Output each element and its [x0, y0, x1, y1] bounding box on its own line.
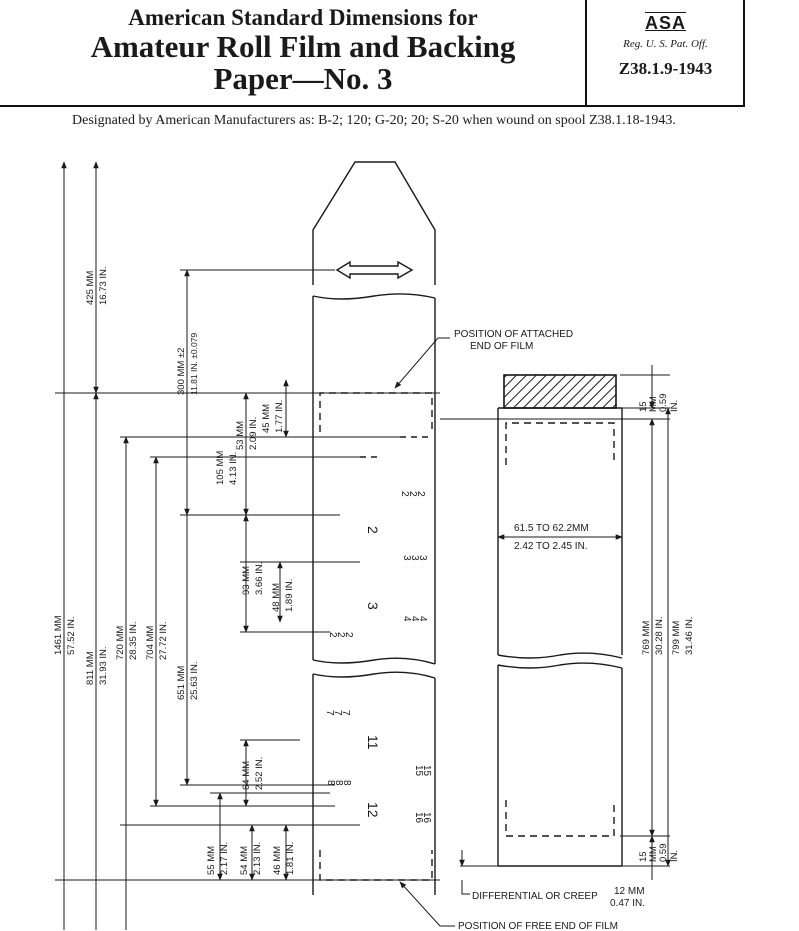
frame-number: 3 — [409, 555, 420, 561]
title-line-2: Amateur Roll Film and Backing — [90, 29, 516, 64]
dim-651-mm: 651 MM — [176, 666, 187, 700]
free-end-label: POSITION OF FREE END OF FILM — [458, 921, 618, 931]
dim-15-top-1: MM — [648, 396, 659, 412]
title-line-3: Paper—No. 3 — [213, 61, 393, 96]
dim-720-mm: 720 MM — [115, 626, 126, 660]
frame-number: 8 — [341, 780, 352, 786]
dim-15-bot-1: MM — [648, 846, 659, 862]
frame-number: 2 — [365, 526, 381, 534]
paper-strip-top — [312, 161, 436, 285]
frame-number: 8 — [333, 780, 344, 786]
dim-45-in: 1.77 IN. — [274, 400, 285, 433]
frame-number: 7 — [324, 710, 335, 716]
dim-45-mm: 45 MM — [261, 404, 272, 433]
frame-number: 2 — [399, 491, 410, 497]
frame-number: 3 — [417, 555, 428, 561]
asa-logo: ASA — [644, 13, 686, 33]
dim-1461-in: 57.52 IN. — [66, 616, 77, 655]
dim-48-in: 1.89 IN. — [284, 579, 295, 612]
dim-54-in: 2.13 IN. — [252, 842, 263, 875]
dim-105-mm: 105 MM — [215, 451, 226, 485]
frame-number: 15 — [421, 765, 432, 777]
dim-55-mm: 55 MM — [206, 846, 217, 875]
dim-55-in: 2.17 IN. — [219, 842, 230, 875]
frame-numbers: 2 2 2 2 3 3 3 3 4 4 4 2 2 2 7 7 7 11 15 … — [324, 491, 432, 824]
dim-93-in: 3.66 IN. — [254, 562, 265, 595]
dim-769-in: 30.28 IN. — [654, 616, 665, 655]
frame-number: 2 — [335, 632, 346, 638]
differential-label: DIFFERENTIAL OR CREEP — [472, 891, 598, 902]
leader-arrow — [335, 260, 414, 280]
frame-number: 3 — [365, 602, 381, 610]
dim-799-in: 31.46 IN. — [684, 616, 695, 655]
frame-number: 8 — [325, 780, 336, 786]
dim-15-top-3: IN. — [669, 400, 680, 412]
frame-number: 7 — [340, 710, 351, 716]
dim-651-in: 25.63 IN. — [189, 661, 200, 700]
dim-811-in: 31.93 IN. — [98, 646, 109, 685]
dim-769-mm: 769 MM — [641, 621, 652, 655]
dim-15-bot-3: IN. — [669, 850, 680, 862]
dim-15-top-0: 15 — [638, 401, 649, 412]
standard-number: Z38.1.9-1943 — [618, 59, 713, 78]
dim-425-mm: 425 MM — [85, 271, 96, 305]
dim-720-in: 28.35 IN. — [128, 621, 139, 660]
width-label-in: 2.42 TO 2.45 IN. — [514, 541, 588, 552]
right-border — [743, 0, 745, 107]
dim-704-in: 27.72 IN. — [158, 621, 169, 660]
dim-93-mm: 93 MM — [241, 566, 252, 595]
dim-1461-mm: 1461 MM — [53, 615, 64, 655]
dim-54-mm: 54 MM — [239, 846, 250, 875]
attached-label-2: END OF FILM — [470, 341, 533, 352]
creep-mm: 12 MM — [614, 886, 645, 897]
creep-in: 0.47 IN. — [610, 898, 645, 909]
dim-64-mm: 64 MM — [241, 761, 252, 790]
frame-number: 12 — [365, 802, 381, 818]
frame-number: 7 — [332, 710, 343, 716]
dim-46-in: 1.81 IN. — [285, 842, 296, 875]
frame-number: 4 — [417, 616, 428, 622]
dim-15-bot-2: 0.59 — [658, 844, 669, 863]
dim-105-in: 4.13 IN. — [228, 452, 239, 485]
header-rule — [0, 105, 745, 107]
frame-number: 15 — [413, 765, 424, 777]
dim-811-mm: 811 MM — [85, 651, 96, 685]
frame-number: 16 — [421, 812, 432, 824]
attached-label-1: POSITION OF ATTACHED — [454, 329, 573, 340]
dim-64-in: 2.52 IN. — [254, 757, 265, 790]
dim-704-mm: 704 MM — [145, 626, 156, 660]
dim-15-top-2: 0.59 — [658, 394, 669, 413]
dim-15-bot-0: 15 — [638, 851, 649, 862]
dim-48-mm: 48 MM — [271, 583, 282, 612]
dim-46-mm: 46 MM — [272, 846, 283, 875]
width-label-mm: 61.5 TO 62.2MM — [514, 523, 589, 534]
title-line-1: American Standard Dimensions for — [128, 5, 478, 30]
frame-number: 16 — [413, 812, 424, 824]
designation-text: Designated by American Manufacturers as:… — [72, 113, 676, 128]
frame-number: 2 — [327, 632, 338, 638]
dim-53-mm: 53 MM — [235, 421, 246, 450]
header-divider — [585, 0, 587, 105]
frame-number: 4 — [401, 616, 412, 622]
dim-53-in: 2.09 IN. — [248, 417, 259, 450]
frame-number: 2 — [343, 632, 354, 638]
dim-300-mm: 300 MM ±2 — [176, 348, 187, 395]
dim-300-in: 11.81 IN. ±0.079 — [189, 333, 199, 395]
asa-block: ASA Reg. U. S. Pat. Off. Z38.1.9-1943 — [588, 12, 743, 80]
frame-number: 3 — [401, 555, 412, 561]
frame-number: 2 — [415, 491, 426, 497]
registered-mark: Reg. U. S. Pat. Off. — [623, 38, 708, 50]
document-title: American Standard Dimensions for Amateur… — [18, 4, 588, 95]
frame-number: 11 — [365, 735, 381, 750]
frame-number: 4 — [409, 616, 420, 622]
dim-799-mm: 799 MM — [671, 621, 682, 655]
frame-number: 2 — [407, 491, 418, 497]
dim-425-in: 16.73 IN. — [98, 266, 109, 305]
